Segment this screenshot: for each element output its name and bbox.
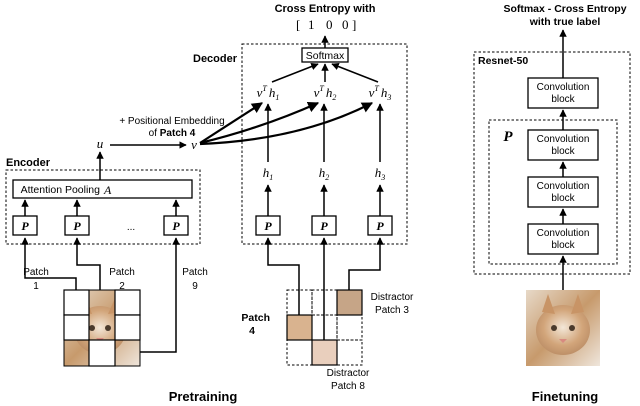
cross-entropy-header: Cross Entropy with [ 1 0 0 ] xyxy=(275,3,376,32)
conv-block-1-line2: block xyxy=(551,94,575,105)
positional-note-line1: + Positional Embedding xyxy=(119,116,224,127)
decoder-p-symbol-3: P xyxy=(376,219,384,233)
resnet-label: Resnet-50 xyxy=(478,55,528,67)
u-symbol: u xyxy=(97,136,104,151)
patch1-label-bottom: 1 xyxy=(33,281,39,292)
decoder-p-box-1 xyxy=(255,215,281,236)
hidden-h2: h2 xyxy=(319,165,330,182)
distractor3-line xyxy=(348,237,384,290)
v-to-score2 xyxy=(199,101,320,145)
target-value-3: 0 xyxy=(342,17,349,32)
patch4-label-top: Patch xyxy=(241,312,270,324)
v-to-score3 xyxy=(199,102,373,146)
distractor8-label-bottom: Patch 8 xyxy=(331,381,365,392)
patch1-label-top: Patch xyxy=(23,267,49,278)
attention-symbol: A xyxy=(103,183,112,197)
distractor8-label-top: Distractor xyxy=(327,368,370,379)
pretraining-section-label: Pretraining xyxy=(169,389,238,404)
p-dashed-box xyxy=(488,119,618,265)
decoder-input-grid xyxy=(286,289,363,366)
hidden-h1: h1 xyxy=(263,165,274,182)
puzzle-kitten-image xyxy=(63,289,141,367)
patch2-label-bottom: 2 xyxy=(119,281,125,292)
finetune-p-symbol: P xyxy=(503,129,513,145)
distractor3-label-bottom: Patch 3 xyxy=(375,305,409,316)
v-symbol: v xyxy=(191,137,197,152)
conv-block-4-line1: Convolution xyxy=(537,228,590,239)
finetune-kitten-image xyxy=(526,290,600,366)
conv-block-3-line2: block xyxy=(551,193,575,204)
finetuning-section-label: Finetuning xyxy=(532,389,598,404)
conv-block-4-line2: block xyxy=(551,240,575,251)
target-bracket-close: ] xyxy=(352,17,356,32)
encoder-dashed-box xyxy=(5,169,201,245)
encoder-p-symbol-1: P xyxy=(21,219,29,233)
finetune-header-line1: Softmax - Cross Entropy xyxy=(503,3,626,15)
encoder-label: Encoder xyxy=(6,157,51,169)
encoder-panel: Encoder Attention Pooling A P P ... P u … xyxy=(5,116,225,245)
attention-pooling-label: Attention Pooling xyxy=(21,184,101,196)
encoder-p-symbol-2: P xyxy=(73,219,81,233)
conv-block-3 xyxy=(527,176,599,208)
conv-block-2-line2: block xyxy=(551,146,575,157)
conv-block-1-line1: Convolution xyxy=(537,82,590,93)
patch4-line xyxy=(264,237,300,315)
positional-note-line2: of Patch 4 xyxy=(149,128,196,139)
hidden-h3: h3 xyxy=(375,165,386,182)
finetune-header-line2: with true label xyxy=(529,16,601,28)
decoder-p-symbol-1: P xyxy=(264,219,272,233)
target-bracket-open: [ xyxy=(296,17,300,32)
conv-block-2-line1: Convolution xyxy=(537,134,590,145)
encoder-ellipsis: ... xyxy=(127,222,135,233)
decoder-label: Decoder xyxy=(193,53,238,65)
conv-block-3-line1: Convolution xyxy=(537,181,590,192)
patch2-line xyxy=(73,237,101,300)
softmax-label: Softmax xyxy=(306,50,345,62)
patch2-label-top: Patch xyxy=(109,267,135,278)
target-value-1: 1 xyxy=(308,17,315,32)
decoder-p-box-3 xyxy=(367,215,393,236)
resnet-dashed-box xyxy=(473,51,631,275)
cross-entropy-title: Cross Entropy with xyxy=(275,3,376,15)
encoder-p-symbol-3: P xyxy=(172,219,180,233)
v-to-score1 xyxy=(199,102,263,144)
distractor3-thumb xyxy=(336,289,363,316)
score3-to-softmax xyxy=(331,62,379,83)
patch4-thumb xyxy=(286,314,313,341)
patch9-label-top: Patch xyxy=(182,267,208,278)
decoder-p-box-2 xyxy=(311,215,337,236)
finetuning-panel: Softmax - Cross Entropy with true label … xyxy=(473,3,631,404)
target-value-2: 0 xyxy=(326,17,333,32)
attention-pooling-box xyxy=(12,179,193,199)
patch4-label-bottom: 4 xyxy=(249,325,255,337)
distractor8-thumb xyxy=(311,339,338,366)
patch9-label-bottom: 9 xyxy=(192,281,198,292)
score1-to-softmax xyxy=(271,62,319,83)
decoder-p-symbol-2: P xyxy=(320,219,328,233)
patch9-line xyxy=(140,237,180,353)
distractor3-label-top: Distractor xyxy=(371,292,414,303)
